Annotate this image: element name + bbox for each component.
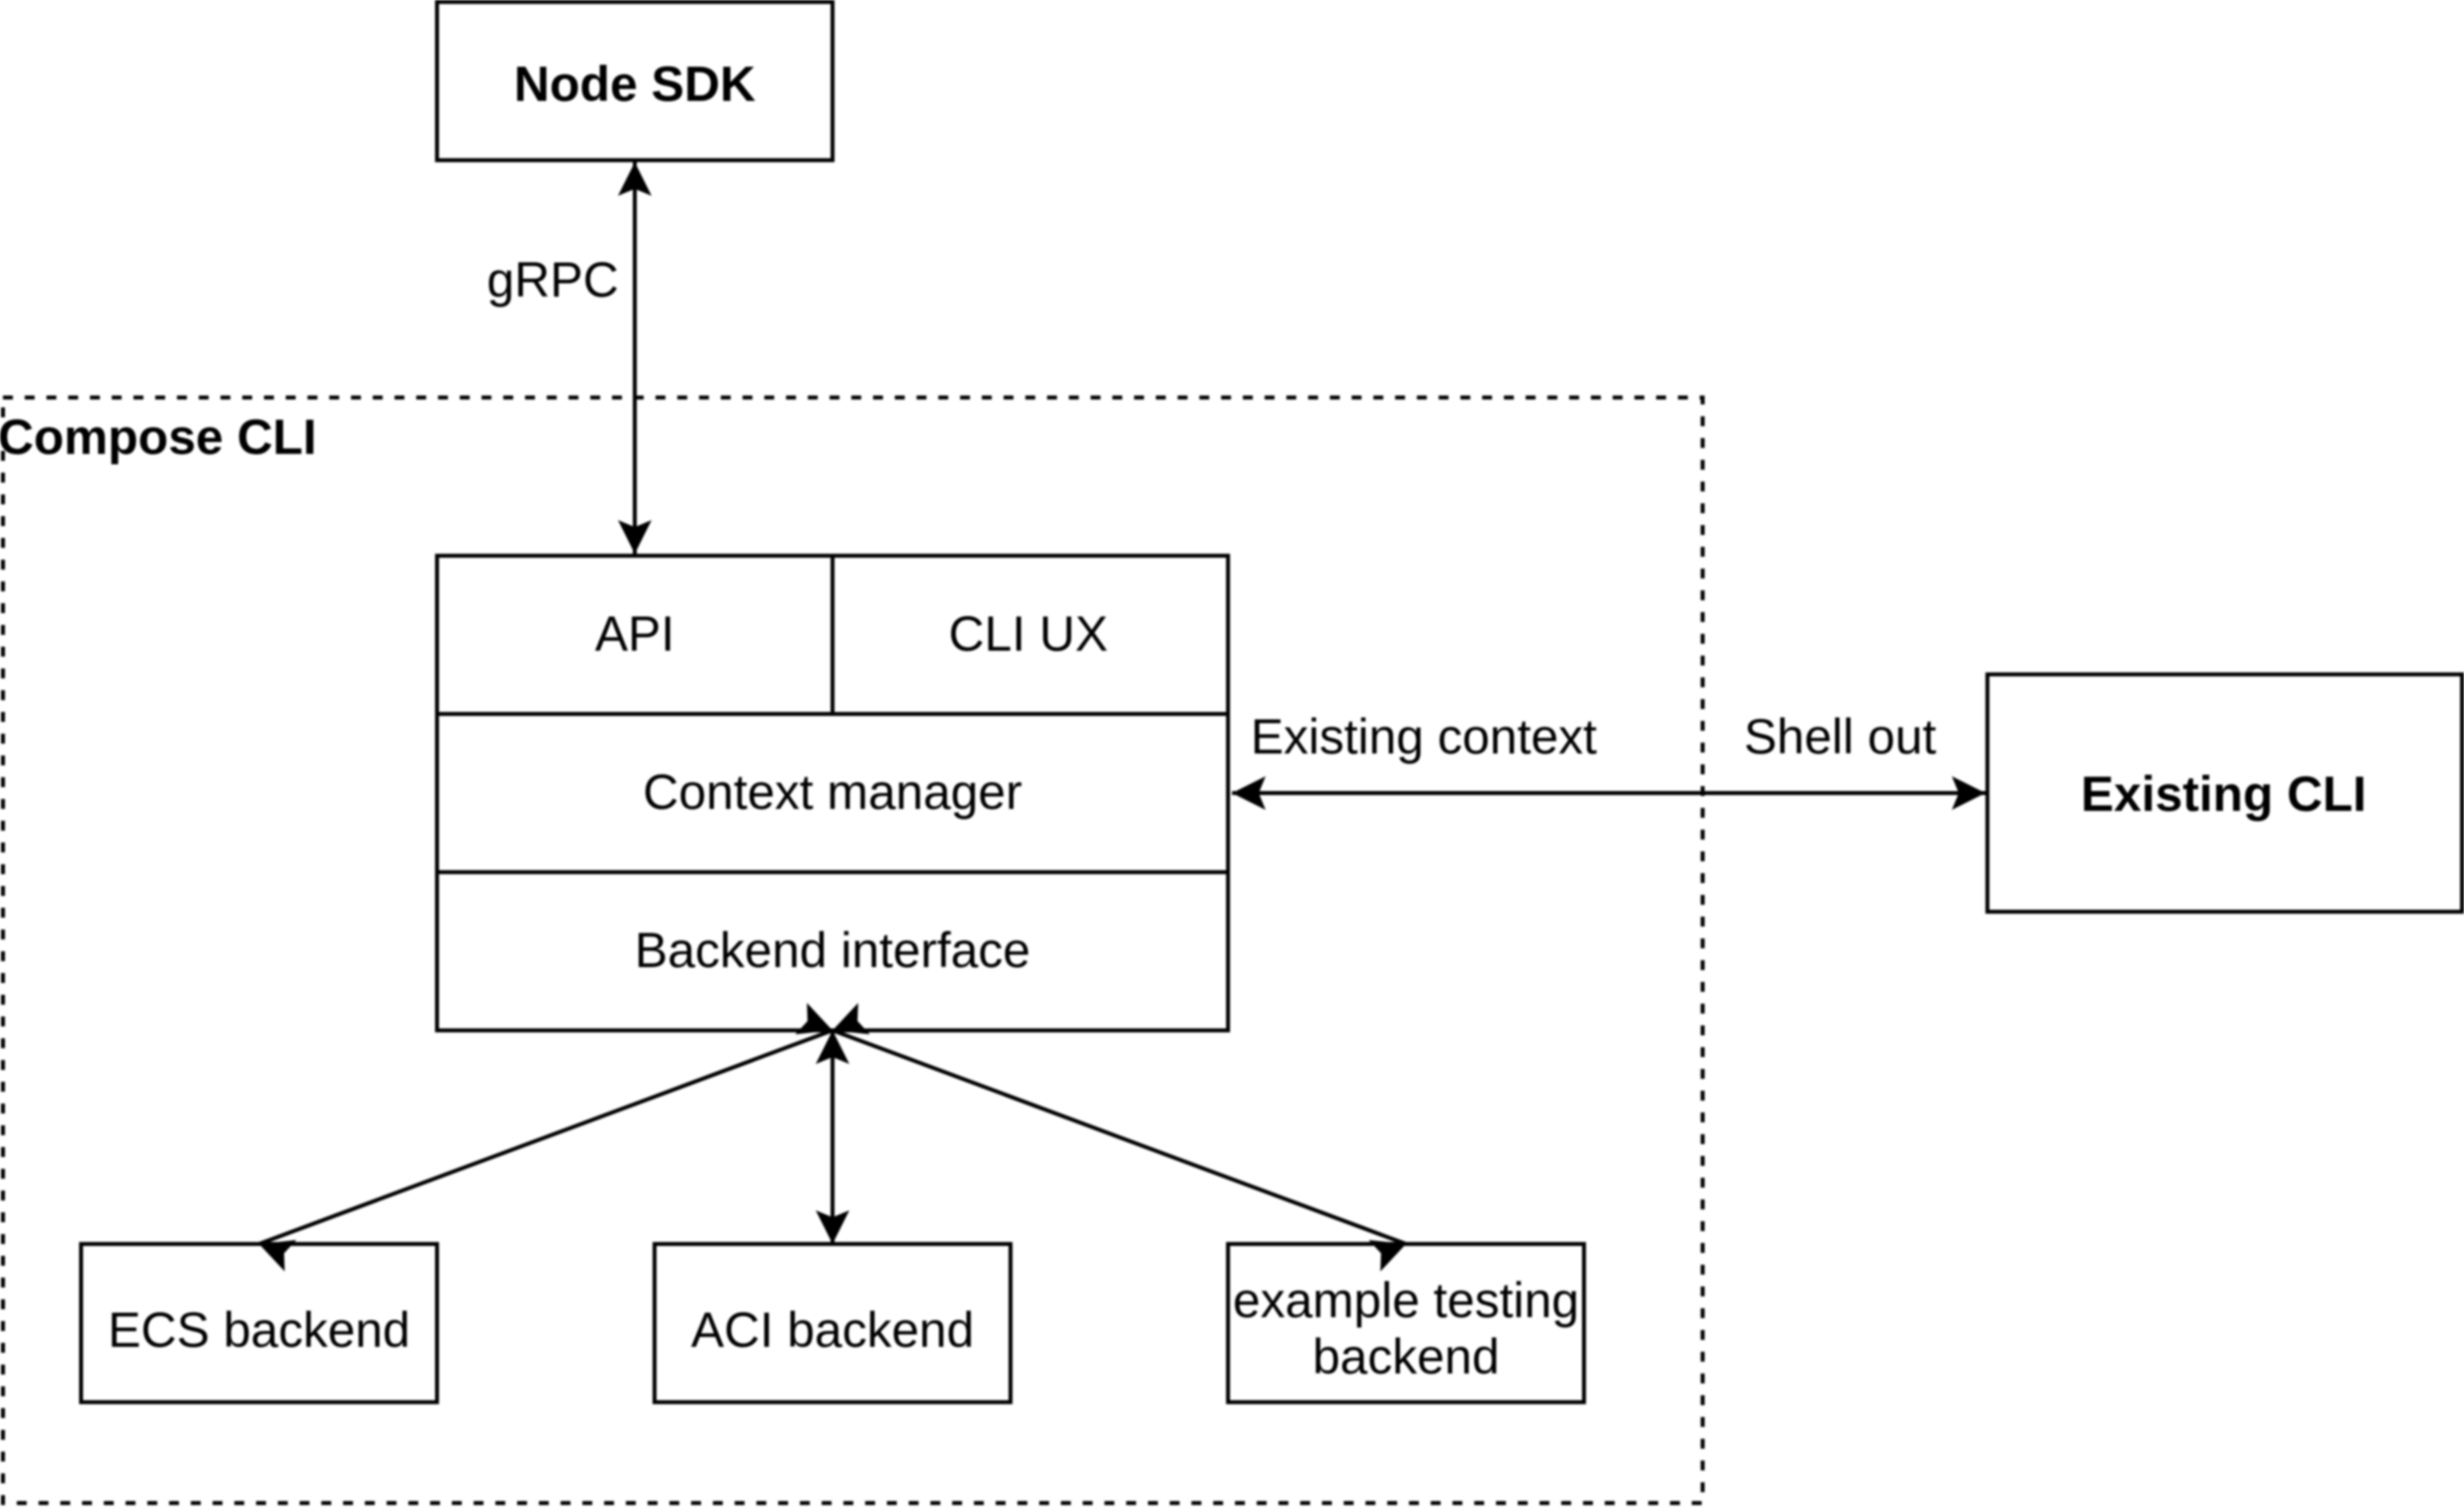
svg-text:Existing context: Existing context <box>1251 709 1597 764</box>
svg-text:Shell out: Shell out <box>1744 709 1937 764</box>
svg-text:backend: backend <box>1312 1329 1499 1384</box>
svg-text:ACI backend: ACI backend <box>691 1302 974 1358</box>
svg-text:Context manager: Context manager <box>643 764 1022 820</box>
svg-text:Backend interface: Backend interface <box>635 923 1030 978</box>
svg-text:Node SDK: Node SDK <box>514 56 755 112</box>
svg-text:example testing: example testing <box>1233 1273 1579 1328</box>
svg-text:CLI UX: CLI UX <box>948 606 1107 662</box>
svg-text:Compose CLI: Compose CLI <box>0 409 316 465</box>
svg-text:gRPC: gRPC <box>486 252 618 308</box>
svg-text:API: API <box>595 606 675 662</box>
svg-text:Existing CLI: Existing CLI <box>2081 766 2367 822</box>
svg-text:ECS backend: ECS backend <box>108 1302 410 1358</box>
